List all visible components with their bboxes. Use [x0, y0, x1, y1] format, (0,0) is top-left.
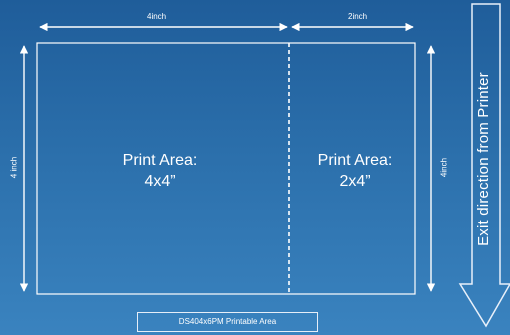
- caption-box: DS404x6PM Printable Area: [137, 312, 318, 332]
- right-dimension-label: 4inch: [439, 157, 449, 178]
- left-dimension-label: 4 inch: [9, 156, 19, 179]
- print-area-2x4-label: Print Area:: [317, 152, 393, 169]
- caption-text: DS404x6PM Printable Area: [178, 317, 277, 326]
- exit-direction-label: Exit direction from Printer: [475, 72, 492, 246]
- print-area-4x4-label: Print Area:: [122, 152, 198, 169]
- print-area-2x4: Print Area: 2x4”: [285, 150, 425, 192]
- print-area-4x4: Print Area: 4x4”: [90, 150, 230, 192]
- top-right-dimension-label: 2inch: [348, 12, 368, 21]
- print-area-4x4-size: 4x4”: [144, 173, 176, 190]
- top-left-dimension-label: 4inch: [147, 12, 167, 21]
- print-outline: [36, 42, 416, 295]
- exit-direction-arrow: [458, 3, 510, 328]
- print-area-2x4-size: 2x4”: [339, 173, 371, 190]
